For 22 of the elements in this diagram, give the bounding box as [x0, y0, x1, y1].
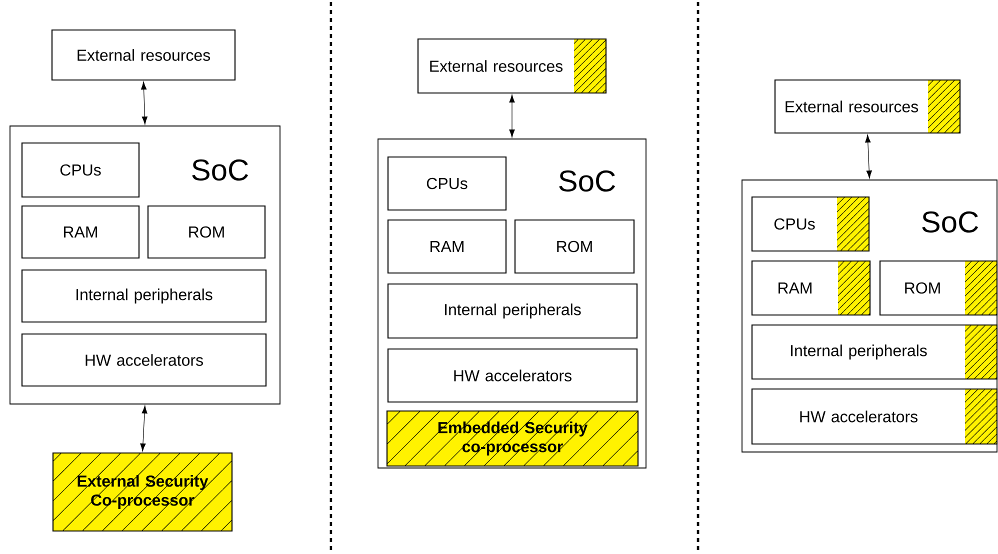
arrow: [140, 406, 148, 452]
arrow: [509, 94, 515, 138]
component-box: RAM: [751, 260, 871, 316]
component-box: Internal peripherals: [751, 324, 998, 380]
component-box: RAM: [387, 219, 507, 274]
component-box: Internal peripherals: [387, 283, 638, 339]
arrow: [140, 82, 148, 124]
component-box: CPUs: [21, 142, 140, 198]
component-box: ROM: [147, 205, 266, 259]
component-box: CPUs: [387, 156, 507, 211]
component-box: HW accelerators: [21, 333, 267, 387]
component-box: External resources: [417, 38, 607, 94]
component-box: HW accelerators: [387, 348, 638, 403]
component-box: HW accelerators: [751, 388, 998, 445]
component-box: ROM: [514, 219, 635, 274]
component-box: ROM: [879, 260, 998, 316]
component-box: External resources: [774, 79, 961, 134]
component-box: CPUs: [751, 196, 870, 252]
arrow: [865, 134, 872, 178]
component-box: External resources: [51, 29, 236, 81]
component-box: RAM: [21, 205, 140, 259]
component-box: Internal peripherals: [21, 269, 267, 323]
